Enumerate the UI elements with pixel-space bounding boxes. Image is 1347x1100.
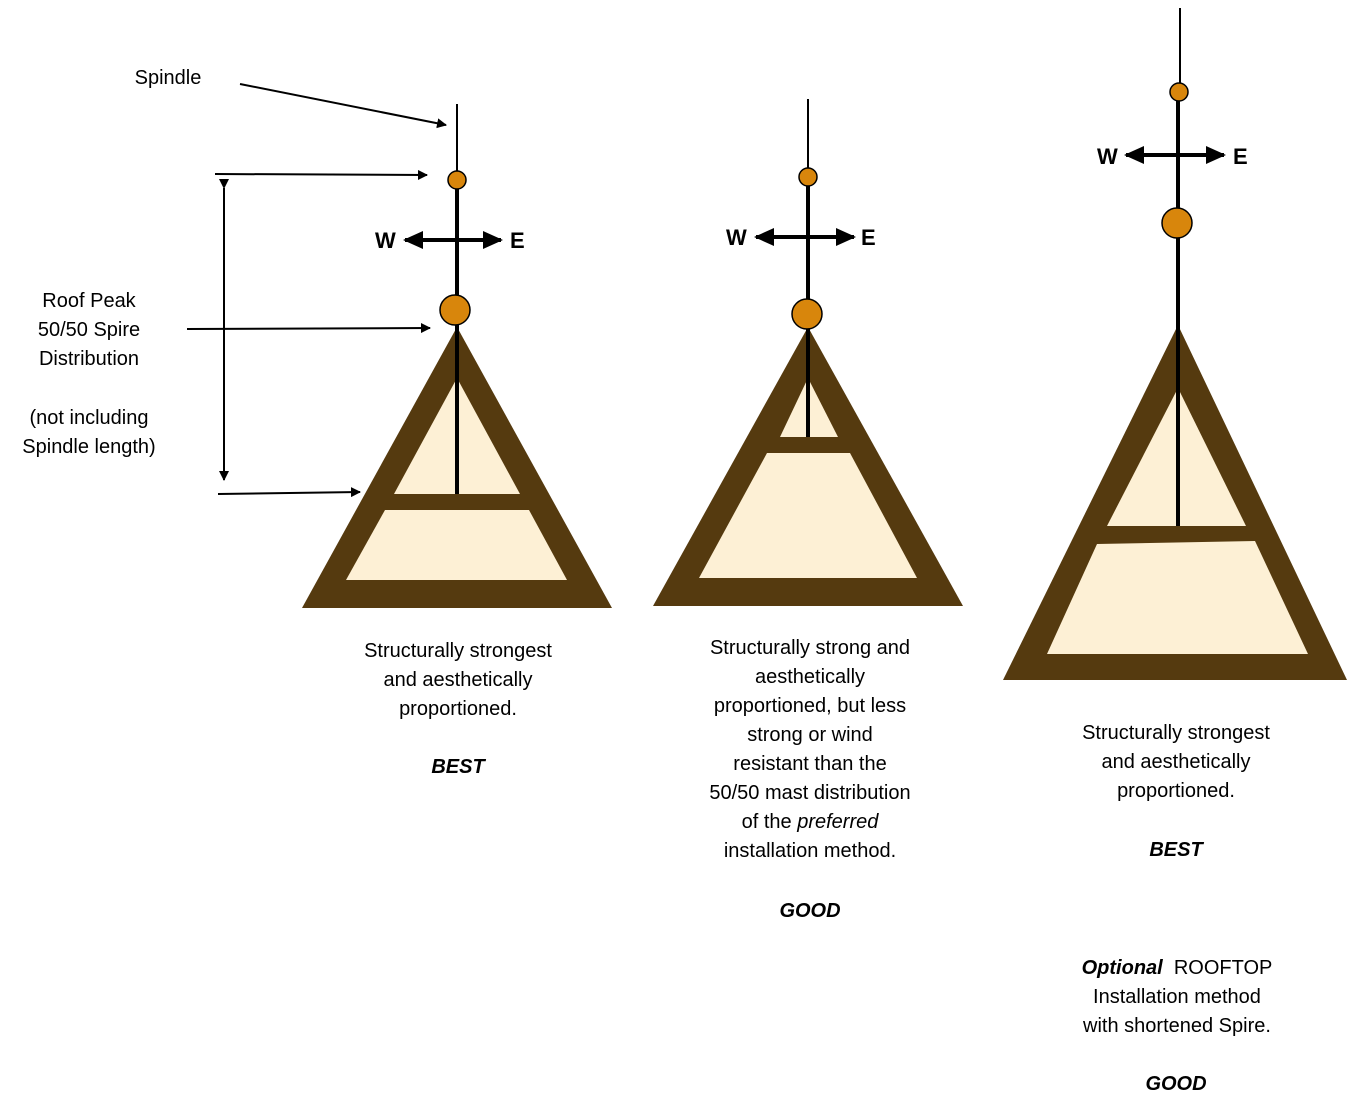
top-reference-arrow [214,169,428,180]
desc-line: of the preferred [660,808,960,837]
roof-lower-panel [346,510,567,580]
desc-line: installation method. [723,840,897,862]
desc-line: Structurally strong and [709,637,911,659]
east-label: E [861,225,876,250]
optional-line: Optional ROOFTOP [1030,954,1324,983]
desc-line: resistant than the [733,753,887,775]
large-ball [439,294,471,326]
west-label: W [375,228,396,253]
desc-line: 50/50 mast distribution [709,782,911,804]
spindle-label: Spindle [134,67,202,89]
note-line: Spindle length) [22,436,156,458]
variant-3-rating: BEST [1149,839,1203,861]
variant-1-rating: BEST [431,756,485,778]
desc-line: Structurally strongest [1082,722,1270,744]
large-ball [1161,207,1193,239]
desc-line: proportioned. [1117,780,1235,802]
roof-lower-panel [699,453,917,578]
large-ball [791,298,823,330]
rooftop-word: ROOFTOP [1173,957,1273,979]
spire-variant-1: W E [302,104,612,608]
roof-peak-line: Roof Peak [42,290,136,312]
desc-line: aesthetically [754,666,866,688]
variant-2-description: Structurally strong and aesthetically pr… [660,634,960,866]
east-label: E [1233,144,1248,169]
variant-2-rating: GOOD [779,900,841,922]
optional-line: Installation method [1093,986,1261,1008]
bottom-reference-arrow [217,487,361,498]
optional-line: with shortened Spire. [1083,1015,1271,1037]
desc-line: and aesthetically [1101,751,1251,773]
small-ball [1169,82,1189,102]
small-ball [798,167,818,187]
spindle-pointer-arrow [239,83,447,129]
optional-rating: GOOD [1145,1073,1207,1095]
west-label: W [726,225,747,250]
desc-line: and aesthetically [383,669,533,691]
preferred-emphasis: preferred [797,811,879,833]
desc-line: strong or wind [747,724,873,746]
desc-line: proportioned, but less [713,695,907,717]
desc-prefix: of the [741,811,798,833]
variant-3-description: Structurally strongest and aesthetically… [1036,719,1316,806]
spire-variant-3: W E [1003,8,1347,680]
variant-1-description: Structurally strongest and aesthetically… [318,637,598,724]
roof-peak-line: Distribution [38,348,140,370]
optional-emphasis: Optional [1081,957,1163,979]
roof-peak-label: Roof Peak 50/50 Spire Distribution [0,287,178,374]
small-ball [447,170,467,190]
east-label: E [510,228,525,253]
optional-installation-note: Optional ROOFTOP Installation method wit… [1030,954,1324,1041]
roof-lower-panel [1047,541,1308,654]
note-line: (not including [29,407,149,429]
desc-line: Structurally strongest [364,640,552,662]
west-label: W [1097,144,1118,169]
roof-peak-line: 50/50 Spire [37,319,141,341]
not-including-note: (not including Spindle length) [0,404,178,462]
spire-variant-2: W E [653,99,963,606]
desc-line: proportioned. [399,698,517,720]
